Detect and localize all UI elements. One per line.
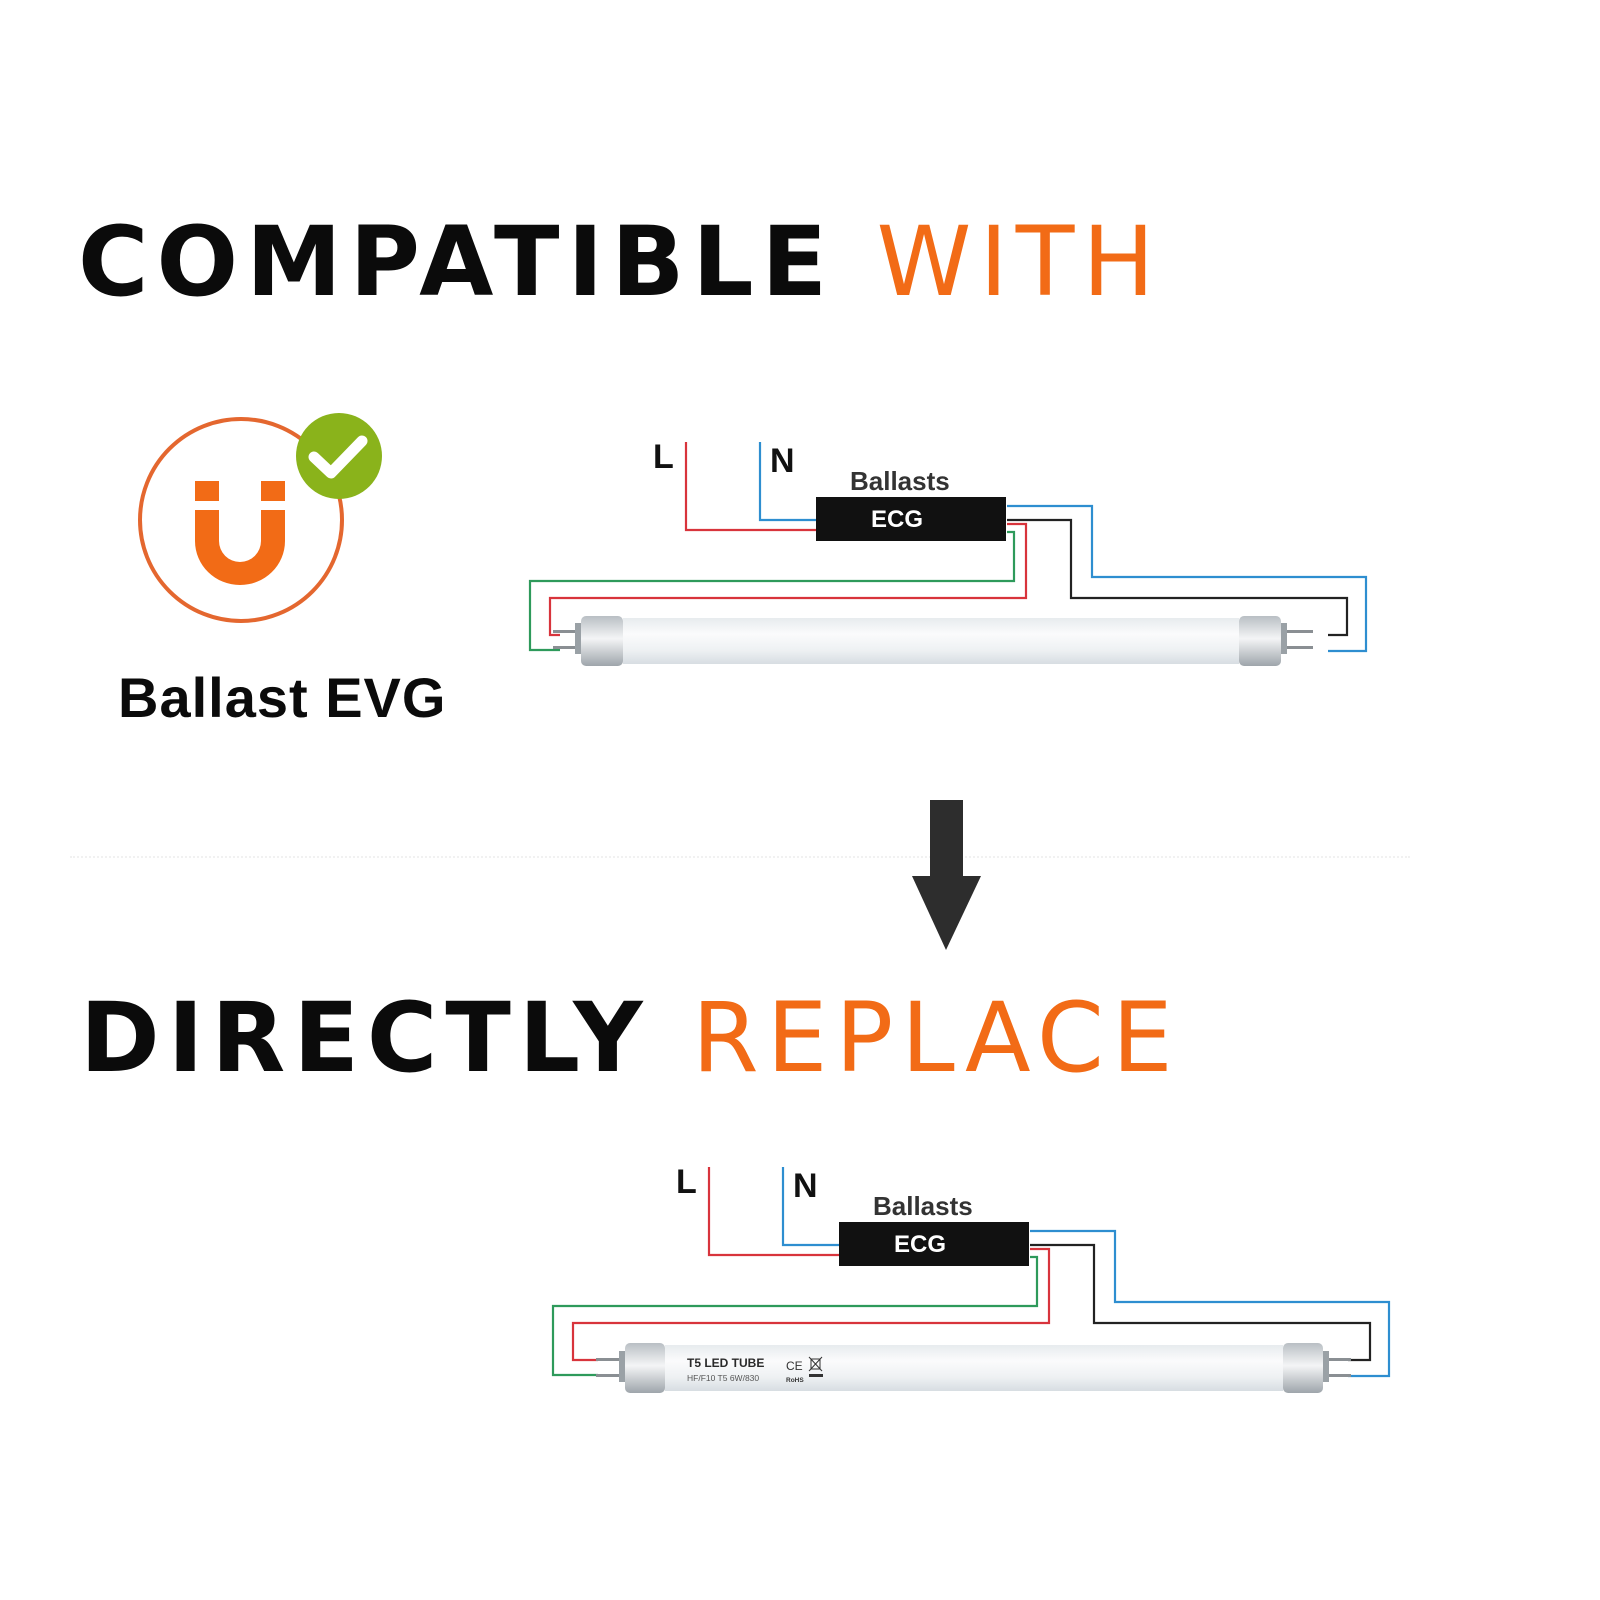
badge-ring [138, 417, 344, 623]
ballast-evg-label: Ballast EVG [118, 666, 447, 729]
ballast-evg-badge: Ü [138, 413, 382, 623]
headline-with-word: WITH [876, 206, 1163, 318]
badge-glyph-dot-left [195, 481, 219, 501]
green-output-wire [528, 530, 1016, 652]
led-tube [596, 1343, 1351, 1393]
black-output-wire [1007, 518, 1349, 637]
badge-glyph-u [195, 510, 285, 585]
neutral-label: N [793, 1167, 818, 1205]
arrow-down-icon [912, 800, 981, 950]
ecg-label: ECG [894, 1231, 946, 1258]
tube-model: HF/F10 T5 6W/830 [687, 1373, 759, 1383]
neutral-label: N [770, 442, 795, 480]
headline-directly-replace: DIRECTLY REPLACE [80, 990, 1181, 1086]
headline-compatible-word: COMPATIBLE [78, 206, 836, 318]
red-output-wire [571, 1247, 1051, 1362]
green-output-wire [551, 1255, 1039, 1377]
badge-glyph-dot-right [261, 481, 285, 501]
section-divider [70, 856, 1410, 858]
blue-output-wire [1007, 504, 1368, 653]
fluorescent-tube [553, 616, 1313, 666]
checkmark-icon [296, 413, 382, 499]
wiring-diagram-led: L N Ballasts ECG T5 LED TUBE HF/F10 T5 6… [551, 1165, 1391, 1393]
weee-bin-icon [808, 1356, 823, 1377]
blue-output-wire [1030, 1229, 1391, 1378]
ecg-label: ECG [871, 506, 923, 533]
live-wire [684, 442, 817, 532]
neutral-wire [781, 1167, 840, 1247]
neutral-wire [758, 442, 817, 522]
ballast-caption: Ballasts [850, 466, 950, 496]
headline-directly-word: DIRECTLY [80, 982, 651, 1094]
live-label: L [676, 1165, 697, 1201]
wiring-diagram-fluorescent: L N Ballasts ECG [528, 440, 1368, 666]
red-output-wire [548, 522, 1028, 637]
rohs-mark: RoHS [786, 1377, 804, 1384]
tube-title: T5 LED TUBE [687, 1356, 764, 1370]
black-output-wire [1030, 1243, 1372, 1362]
ecg-ballast-box [816, 497, 1006, 541]
headline-compatible-with: COMPATIBLE WITH [78, 214, 1163, 310]
ballast-caption: Ballasts [873, 1191, 973, 1221]
headline-replace-word: REPLACE [692, 982, 1181, 1094]
live-wire [707, 1167, 840, 1257]
live-label: L [653, 440, 674, 476]
ecg-ballast-box [839, 1222, 1029, 1266]
ce-mark: CE [786, 1359, 803, 1373]
